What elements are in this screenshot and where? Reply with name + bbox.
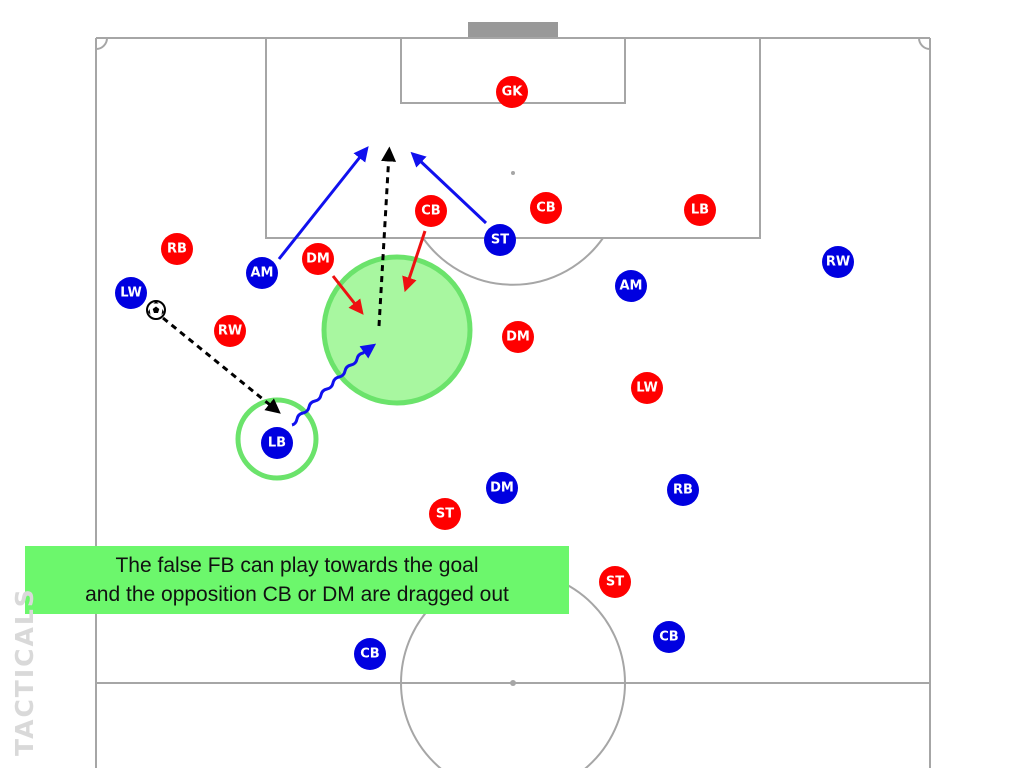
pitch-markings [95, 22, 931, 768]
player-red-lb[interactable]: LB [684, 194, 716, 226]
player-blue-rw[interactable]: RW [822, 246, 854, 278]
goal [468, 22, 558, 37]
svg-text:AM: AM [251, 266, 274, 281]
run-arrow-st [410, 151, 488, 225]
press-arrow-dm [331, 275, 364, 315]
player-red-st[interactable]: ST [429, 498, 461, 530]
svg-text:ST: ST [491, 233, 509, 248]
svg-text:CB: CB [536, 201, 555, 216]
caption-box: The false FB can play towards the goal a… [25, 546, 569, 614]
penalty-arc [422, 237, 604, 286]
svg-text:RW: RW [826, 255, 850, 270]
corner-arc-right [918, 37, 931, 50]
svg-text:CB: CB [659, 630, 678, 645]
space-highlight-zone [321, 254, 473, 406]
player-blue-lw[interactable]: LW [115, 277, 147, 309]
run-arrow-am [277, 146, 369, 260]
svg-text:DM: DM [506, 330, 530, 345]
player-blue-st[interactable]: ST [484, 224, 516, 256]
player-red-cb[interactable]: CB [415, 195, 447, 227]
svg-text:LB: LB [268, 436, 286, 451]
svg-text:LB: LB [691, 203, 709, 218]
player-red-dm[interactable]: DM [502, 321, 534, 353]
player-blue-cb[interactable]: CB [653, 621, 685, 653]
svg-text:AM: AM [620, 279, 643, 294]
player-blue-am[interactable]: AM [246, 257, 278, 289]
svg-text:DM: DM [490, 481, 514, 496]
red-team: GK CB CB LB RB DM RW DM LW ST ST [161, 76, 716, 598]
player-red-st[interactable]: ST [599, 566, 631, 598]
svg-text:CB: CB [360, 647, 379, 662]
centre-spot [510, 680, 516, 686]
player-blue-lb[interactable]: LB [261, 427, 293, 459]
player-blue-rb[interactable]: RB [667, 474, 699, 506]
press-arrow-cb [402, 230, 427, 293]
dribble-arrow-lb [291, 343, 377, 427]
svg-text:ST: ST [436, 507, 454, 522]
movement-arrows [162, 146, 488, 427]
svg-text:ST: ST [606, 575, 624, 590]
player-red-gk[interactable]: GK [496, 76, 528, 108]
player-red-lw[interactable]: LW [631, 372, 663, 404]
football-icon [146, 300, 166, 320]
caption-line-2: and the opposition CB or DM are dragged … [85, 583, 509, 606]
caption-line-1: The false FB can play towards the goal [115, 554, 479, 577]
svg-text:RB: RB [167, 242, 187, 257]
player-red-rw[interactable]: RW [214, 315, 246, 347]
svg-text:CB: CB [421, 204, 440, 219]
svg-text:RB: RB [673, 483, 693, 498]
penalty-spot [511, 171, 515, 175]
player-blue-am[interactable]: AM [615, 270, 647, 302]
pass-arrow-lw-to-lb [162, 316, 281, 414]
corner-arc-left [95, 37, 108, 50]
watermark: TACTICALS [10, 587, 39, 756]
svg-text:LW: LW [120, 286, 142, 301]
pass-arrow-to-goal [377, 146, 397, 327]
player-red-rb[interactable]: RB [161, 233, 193, 265]
player-blue-dm[interactable]: DM [486, 472, 518, 504]
svg-text:DM: DM [306, 252, 330, 267]
svg-text:LW: LW [636, 381, 658, 396]
player-red-cb[interactable]: CB [530, 192, 562, 224]
svg-text:RW: RW [218, 324, 242, 339]
svg-text:GK: GK [502, 85, 524, 100]
player-blue-cb[interactable]: CB [354, 638, 386, 670]
player-red-dm[interactable]: DM [302, 243, 334, 275]
blue-team: ST AM AM RW LW LB DM RB CB CB [115, 224, 854, 670]
